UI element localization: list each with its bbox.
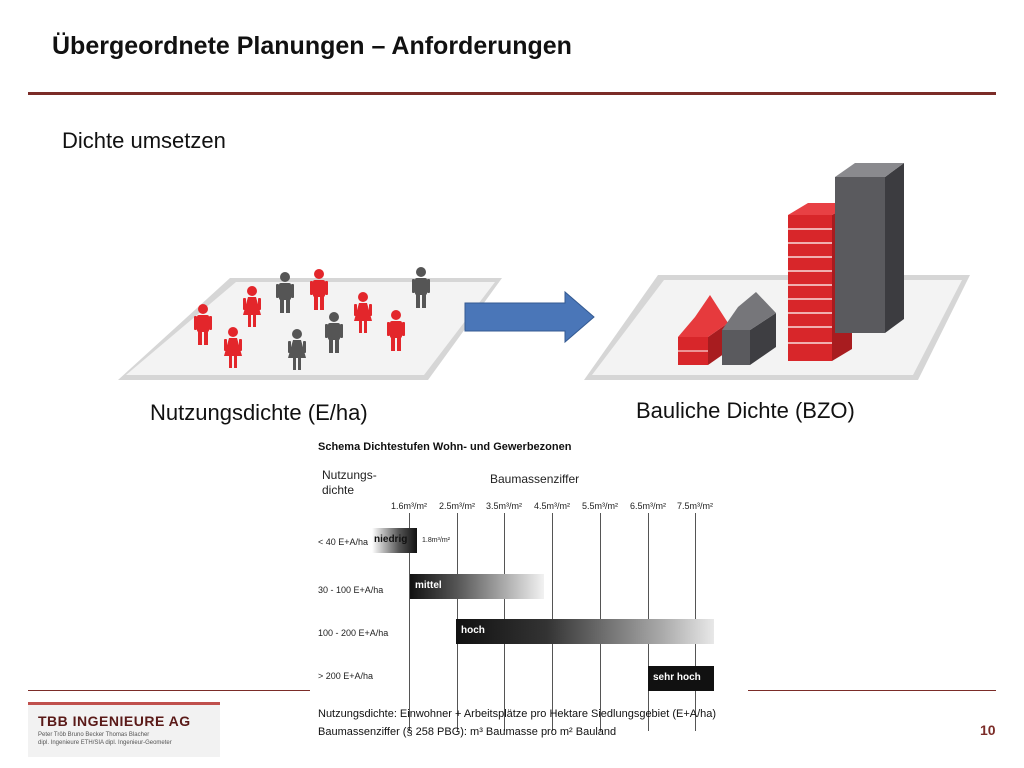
right-platform	[584, 275, 970, 380]
legend-line: Nutzungsdichte: Einwohner + Arbeitsplätz…	[318, 708, 717, 720]
band-bar-hoch: hoch	[456, 619, 714, 644]
logo-people: Peter Tröb Bruno Becker Thomas Blacher	[38, 732, 150, 738]
company-logo: TBB INGENIEURE AG Peter Tröb Bruno Becke…	[28, 702, 220, 757]
right-caption: Bauliche Dichte (BZO)	[636, 398, 855, 423]
band-label: niedrig	[374, 534, 408, 545]
tick-label: 5.5m³/m²	[582, 501, 618, 511]
grey-house	[722, 292, 776, 365]
logo-titles: dipl. Ingenieure ETH/SIA dipl. Ingenieur…	[38, 740, 172, 746]
tick-label: 6.5m³/m²	[630, 501, 666, 511]
left-caption: Nutzungsdichte (E/ha)	[150, 400, 368, 425]
row-label: 100 - 200 E+A/ha	[318, 628, 389, 638]
grey-tower	[835, 163, 904, 333]
row-label: 30 - 100 E+A/ha	[318, 585, 384, 595]
tick-label: 1.6m³/m²	[391, 501, 427, 511]
tick-label: 2.5m³/m²	[439, 501, 475, 511]
band-bar-sehr-hoch: sehr hoch	[648, 666, 714, 691]
density-illustration	[118, 163, 970, 380]
slide-subtitle: Dichte umsetzen	[62, 128, 226, 153]
band-label: mittel	[415, 580, 442, 591]
logo-name: TBB INGENIEURE AG	[38, 713, 191, 729]
arrow-right-icon	[464, 290, 595, 344]
row-label: < 40 E+A/ha	[318, 537, 369, 547]
tick-label: 7.5m³/m²	[677, 501, 713, 511]
band-bar-niedrig: niedrig	[372, 528, 417, 553]
schema-left-header: Nutzungs-dichte	[322, 468, 377, 497]
legend-line: Baumassenziffer (§ 258 PBG): m³ Baumasse…	[318, 726, 617, 738]
schema-title: Schema Dichtestufen Wohn- und Gewerbezon…	[318, 441, 572, 453]
density-schema: Schema Dichtestufen Wohn- und Gewerbezon…	[312, 438, 722, 748]
band-bar-mittel: mittel	[410, 574, 544, 599]
tick-label: 4.5m³/m²	[534, 501, 570, 511]
footer-divider-right	[748, 690, 996, 691]
left-platform	[118, 278, 502, 380]
band-label: sehr hoch	[653, 672, 701, 683]
page-number: 10	[980, 722, 996, 738]
tick-label: 3.5m³/m²	[486, 501, 522, 511]
slide-title: Übergeordnete Planungen – Anforderungen	[52, 32, 572, 60]
row-label: > 200 E+A/ha	[318, 671, 374, 681]
title-divider	[28, 92, 996, 95]
row-note: 1.8m³/m²	[422, 537, 450, 544]
schema-right-header: Baumassenziffer	[490, 472, 580, 486]
band-label: hoch	[461, 625, 485, 636]
footer-divider-left	[28, 690, 310, 691]
grid-line	[409, 513, 410, 731]
